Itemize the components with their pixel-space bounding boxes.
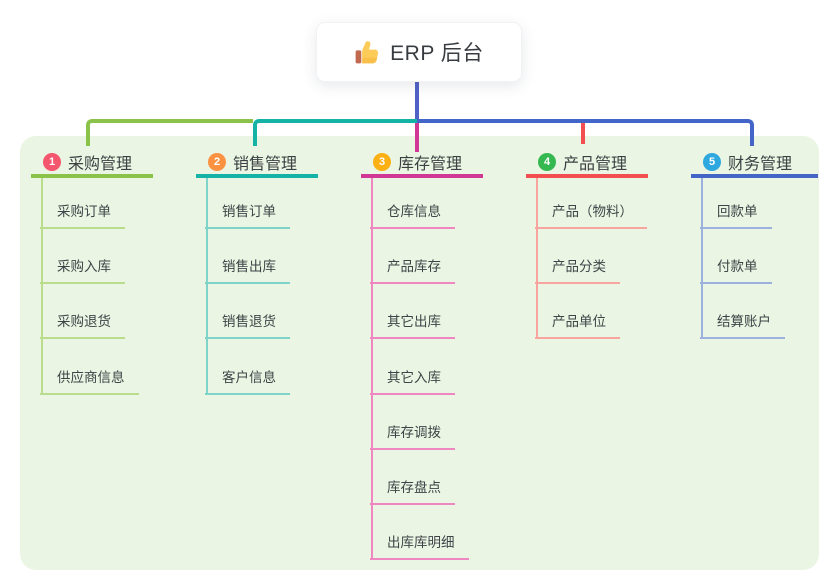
- connector-branch-3: [415, 123, 419, 152]
- branch-2-child-line: [206, 178, 208, 395]
- branch-1-child-line: [41, 178, 43, 395]
- branch-4-badge: 4: [538, 152, 556, 171]
- child-node[interactable]: 产品分类: [535, 258, 620, 285]
- branch-5-title[interactable]: 5 财务管理: [691, 149, 818, 178]
- branch-3-title[interactable]: 3 库存管理: [361, 149, 483, 178]
- branch-title-label: 财务管理: [728, 155, 793, 173]
- branch-2-badge: 2: [208, 152, 226, 171]
- root-trunk-connector: [415, 82, 419, 121]
- child-node[interactable]: 客户信息: [205, 369, 290, 395]
- child-node[interactable]: 采购订单: [40, 203, 125, 229]
- child-node[interactable]: 销售出库: [205, 258, 290, 285]
- connector-branch-2: [253, 119, 417, 146]
- branch-4-title[interactable]: 4 产品管理: [526, 149, 648, 178]
- branch-1-title[interactable]: 1 采购管理: [31, 149, 153, 178]
- branch-title-label: 库存管理: [398, 155, 463, 173]
- child-node[interactable]: 结算账户: [700, 313, 785, 340]
- branch-3-child-line: [371, 178, 373, 561]
- branch-5-child-line: [701, 178, 703, 340]
- child-node[interactable]: 产品（物料）: [535, 203, 647, 229]
- branch-4-child-line: [536, 178, 538, 340]
- child-node[interactable]: 采购退货: [40, 313, 125, 340]
- branch-1-badge: 1: [43, 152, 61, 171]
- child-node[interactable]: 产品库存: [370, 258, 455, 285]
- child-node[interactable]: 库存盘点: [370, 479, 455, 505]
- connector-branch-5: [417, 119, 754, 146]
- child-node[interactable]: 供应商信息: [40, 369, 139, 395]
- child-node[interactable]: 产品单位: [535, 313, 620, 340]
- connector-branch-1: [86, 119, 253, 146]
- child-node[interactable]: 付款单: [700, 258, 772, 285]
- branch-5-badge: 5: [703, 152, 721, 171]
- branch-2-title[interactable]: 2 销售管理: [196, 149, 318, 178]
- connector-branch-4: [581, 123, 585, 144]
- root-node[interactable]: ERP 后台: [316, 22, 522, 82]
- branch-title-label: 销售管理: [233, 155, 298, 173]
- child-node[interactable]: 仓库信息: [370, 203, 455, 229]
- child-node[interactable]: 其它出库: [370, 313, 455, 340]
- child-node[interactable]: 采购入库: [40, 258, 125, 285]
- branches-panel: [20, 136, 819, 570]
- root-label: ERP 后台: [390, 42, 484, 65]
- child-node[interactable]: 销售订单: [205, 203, 290, 229]
- child-node[interactable]: 库存调拨: [370, 424, 455, 450]
- child-node[interactable]: 其它入库: [370, 369, 455, 395]
- branch-3-badge: 3: [373, 152, 391, 171]
- child-node[interactable]: 出库库明细: [370, 534, 469, 561]
- branch-title-label: 产品管理: [563, 155, 628, 173]
- branch-title-label: 采购管理: [68, 155, 133, 173]
- thumbs-up-icon: [354, 39, 380, 65]
- child-node[interactable]: 回款单: [700, 203, 772, 229]
- child-node[interactable]: 销售退货: [205, 313, 290, 340]
